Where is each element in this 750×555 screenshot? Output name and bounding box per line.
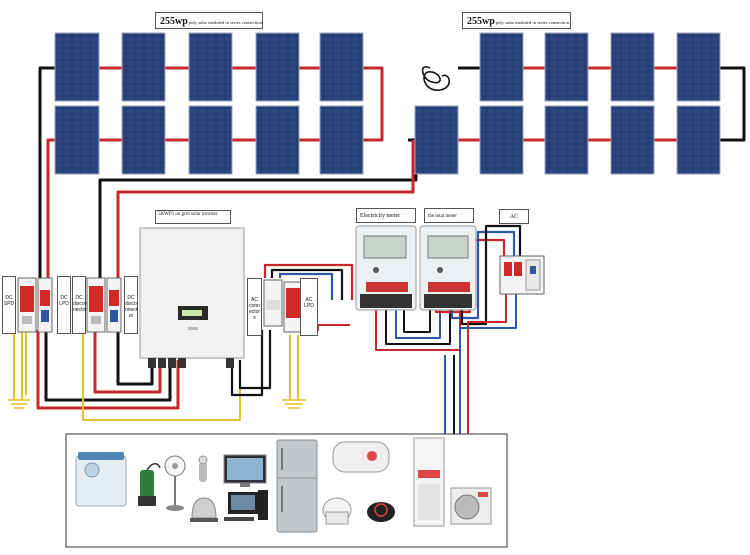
electricity-meter-label: Electricity meter [356,208,416,223]
inverter-label: 5KWP3 on grid solar inverter [155,210,231,224]
hair-dryer-icon [198,455,208,482]
array-right-wattage: 255wp [467,16,495,27]
induction-cooker-icon [367,502,395,522]
array-right-description: poly solar moduled in series connection [495,20,569,25]
water-heater-icon [332,441,390,473]
solar-panel [255,105,300,175]
refrigerator-icon [276,439,318,533]
dc-disconnector-label-2: DC disco nnect or [124,276,138,334]
solar-panel [54,32,100,102]
electric-kettle-icon [190,497,218,522]
dc-disconnector-module [106,277,122,333]
solar-panel [255,32,300,102]
electric-fan-icon [164,455,186,511]
solar-panel [319,105,364,175]
solar-array-left [54,32,364,175]
solar-panel [319,32,364,102]
array-left-title: 255wppoly solar moduled in series connec… [155,12,263,29]
solar-panel [414,105,459,175]
ac-protection-group [263,279,303,333]
electricity-meter [355,225,417,311]
solar-array-right [414,32,721,175]
television-icon [223,454,267,487]
ac-lpd-label: AC LPD [300,278,318,336]
solar-panel [188,32,233,102]
ac-label: AC [499,209,529,224]
dc-lpd-label: DC LPD [57,276,71,334]
solar-panel [610,105,655,175]
solar-inverter [139,227,245,368]
ac-connector-label: AC conn ector s [247,278,262,336]
solar-panel [54,105,100,175]
dc-spd-module [86,277,106,333]
solar-panel [610,32,655,102]
array-left-wattage: 255wp [160,16,188,27]
air-conditioner-outdoor-icon [450,487,492,525]
total-meter-label: the total meter [424,208,474,223]
dc-spd-label: DC SPD [2,276,16,334]
wiring [13,66,746,436]
solar-panel [479,105,524,175]
dc-disconnector-label-1: DC discon nector [72,276,87,334]
air-conditioner-indoor-icon [413,437,445,527]
desktop-computer-icon [224,490,268,521]
ac-breaker [499,255,545,295]
solar-panel [544,105,589,175]
solar-panel [121,32,166,102]
solar-panel [188,105,233,175]
array-left-description: poly solar moduled in series connection [188,20,262,25]
solar-panel [676,32,721,102]
solar-panel [479,32,524,102]
solar-panel [676,105,721,175]
dc-disconnector-module [37,277,53,333]
dc-spd-module [17,277,37,333]
water-pump-icon [138,463,161,506]
array-right-title: 255wppoly solar moduled in series connec… [462,12,571,29]
solar-panel [121,105,166,175]
washing-machine-icon [75,452,127,507]
dc-protection-group [8,277,306,409]
rice-cooker-icon [322,497,352,525]
total-meter [419,225,477,311]
solar-panel [544,32,589,102]
